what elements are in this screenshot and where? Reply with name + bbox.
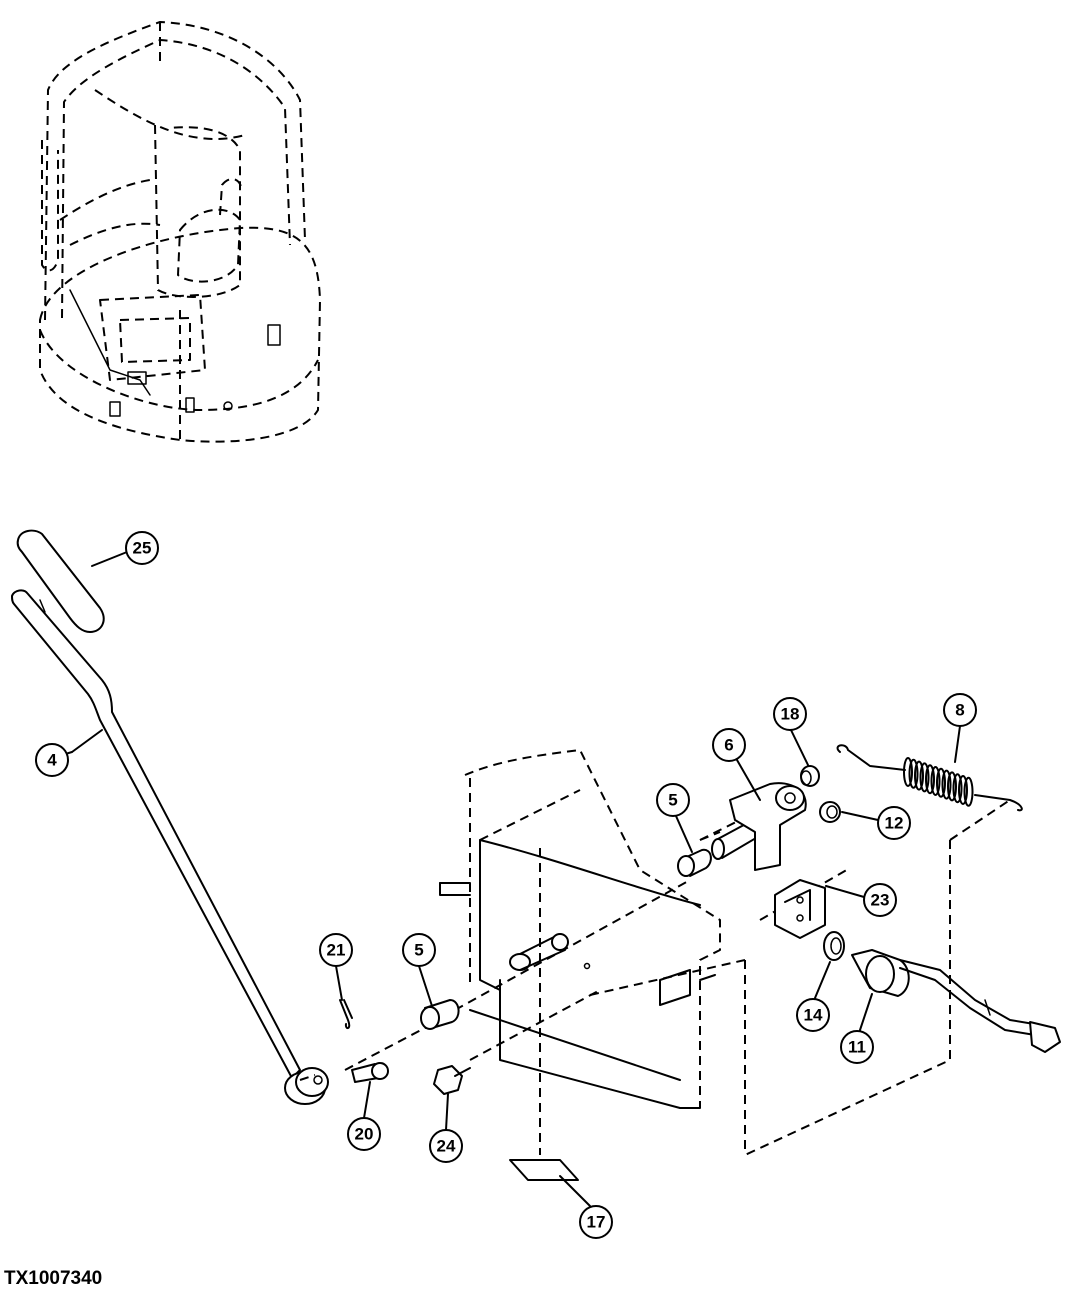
spring-coil (908, 758, 919, 789)
mounting-bracket (439, 749, 721, 1155)
machine-overview (39, 21, 321, 443)
spring-coil (930, 766, 941, 796)
spring-coil (919, 762, 930, 793)
callout-5-lower: 5 (402, 933, 436, 967)
pad-17 (509, 1159, 579, 1181)
spring-coil (903, 757, 913, 787)
callout-label-18: 18 (781, 705, 800, 724)
lever-assembly (11, 529, 329, 1105)
switch-11 (851, 949, 1061, 1053)
spring-coil (947, 771, 957, 802)
callout-label-20: 20 (355, 1125, 374, 1144)
switch-bracket (744, 799, 1011, 1156)
callout-label-6: 6 (724, 736, 733, 755)
callout-label-25: 25 (133, 539, 152, 558)
callout-label-8: 8 (955, 701, 964, 720)
callout-label-5-lower: 5 (414, 941, 423, 960)
callout-label-24: 24 (437, 1137, 456, 1156)
spring (836, 744, 1023, 812)
callout-11: 11 (840, 1030, 874, 1064)
bracket-23 (774, 879, 826, 939)
callout-21: 21 (319, 933, 353, 967)
callout-23: 23 (863, 883, 897, 917)
callout-25: 25 (125, 531, 159, 565)
callouts: 25 4 18 8 6 5 12 23 (35, 531, 977, 1239)
callout-label-14: 14 (804, 1006, 823, 1025)
callout-label-11: 11 (848, 1038, 866, 1057)
callout-4: 4 (35, 743, 69, 777)
washer-14 (823, 931, 845, 961)
callout-20: 20 (347, 1117, 381, 1151)
spring-coil (963, 776, 974, 807)
spring-coil (936, 767, 946, 798)
spring-coil (958, 775, 968, 805)
spring-coil (952, 773, 963, 804)
callout-18: 18 (773, 697, 807, 731)
callout-label-21: 21 (327, 941, 346, 960)
callout-12: 12 (877, 806, 911, 840)
callout-17: 17 (579, 1205, 613, 1239)
spring-coil (941, 769, 952, 800)
cotter-pin-21 (339, 999, 353, 1030)
callout-label-5-upper: 5 (668, 791, 677, 810)
callout-24: 24 (429, 1129, 463, 1163)
bushing-upper (677, 848, 712, 877)
callout-label-23: 23 (871, 891, 890, 910)
bolt-24 (433, 1065, 471, 1095)
figure-id: TX1007340 (4, 1268, 103, 1289)
callout-6: 6 (712, 728, 746, 762)
spring-coil (925, 764, 935, 795)
pivot-shaft (711, 782, 807, 871)
callout-8: 8 (943, 693, 977, 727)
callout-14: 14 (796, 998, 830, 1032)
callout-label-17: 17 (587, 1213, 606, 1232)
pin-12 (819, 801, 841, 823)
callout-5-upper: 5 (656, 783, 690, 817)
spring-coil (914, 760, 924, 791)
callout-label-4: 4 (47, 751, 57, 770)
clevis-pin-20 (351, 1062, 389, 1083)
bushing-18 (800, 765, 820, 787)
callout-label-12: 12 (885, 814, 904, 833)
leader-lines (51, 551, 961, 1207)
bushing-lower (420, 999, 460, 1030)
